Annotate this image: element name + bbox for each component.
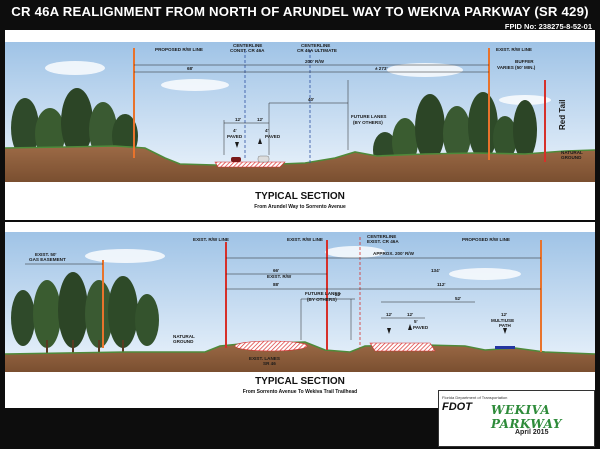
section-1-drawing: PROPOSED R/W LINE CENTERLINE CONST. CR 4… — [5, 42, 595, 182]
red-tail-label: Red Tail — [558, 99, 567, 130]
paved-label: PAVED — [413, 325, 429, 330]
dim-12b-label: 12' — [257, 117, 263, 122]
dimension-lines — [134, 64, 489, 155]
new-paved-lanes — [214, 161, 286, 168]
paved-b-label: PAVED — [265, 134, 281, 139]
dimension-lines — [25, 257, 541, 340]
section-2-title: TYPICAL SECTION — [255, 376, 345, 387]
natural-ground-label-1: NATURAL — [173, 334, 195, 339]
exist-rw-label: EXIST. R/W — [267, 274, 292, 279]
centerline-label-2: EXIST. CR 46A — [367, 239, 399, 244]
section-2-subtitle: From Sorrento Avenue To Wekiva Trail Tra… — [242, 389, 358, 395]
dim-12a-label: 12' — [235, 117, 241, 122]
dim-4a-label: 4' — [233, 128, 237, 133]
date-label: April 2015 — [515, 429, 549, 436]
dim-4b-label: 4' — [265, 128, 269, 133]
exist-rw-line-label: EXIST. R/W LINE — [496, 47, 532, 52]
buffer-label-1: BUFFER — [515, 59, 534, 64]
section-1-subtitle: From Arundel Way to Sorrento Avenue — [254, 204, 346, 210]
natural-ground-label-2: GROUND — [173, 339, 194, 344]
exist-rw-line-b-label: EXIST. R/W LINE — [287, 237, 323, 242]
fpid-label: FPID No: 238275-8-52-01 — [504, 22, 592, 31]
dim-12a-label: 12' — [386, 312, 392, 317]
multiuse-path — [495, 346, 515, 349]
exist-lanes-sr46 — [234, 340, 308, 352]
dim-22-label: 22' — [335, 292, 341, 297]
gas-easement-label-1: EXIST. 50' — [35, 252, 57, 257]
centerline-ult-label-1: CENTERLINE — [301, 43, 330, 48]
dim-88-label: 88' — [273, 282, 279, 287]
proposed-rw-line-label: PROPOSED R/W LINE — [155, 47, 203, 52]
truck-icon — [257, 155, 270, 163]
dim-12b-label: 12' — [407, 312, 413, 317]
ground — [5, 342, 595, 372]
future-lanes-label-1: FUTURE LANES — [351, 114, 386, 119]
clouds — [85, 246, 521, 280]
multiuse-label-1: MULTIUSE — [491, 318, 514, 323]
future-lanes-label-1: FUTURE LANES — [305, 291, 340, 296]
rw-200-label: 200' R/W — [305, 59, 325, 64]
natural-ground-label-1: NATURAL — [561, 150, 583, 155]
wekiva-parkway-logo: WEKIVA PARKWAY — [491, 403, 562, 431]
natural-ground-label-2: GROUND — [561, 155, 582, 160]
future-lanes-label-2: (BY OTHERS) — [307, 297, 337, 302]
approx-rw-label: APPROX. 200' R/W — [373, 251, 415, 256]
trees-left — [11, 272, 159, 356]
paved-a-label: PAVED — [227, 134, 243, 139]
page-title: CR 46A REALIGNMENT FROM NORTH OF ARUNDEL… — [11, 4, 589, 19]
gas-easement-label-2: GAS EASEMENT — [29, 257, 66, 262]
typical-section-2: EXIST. 50' GAS EASEMENT EXIST. R/W LINE … — [5, 222, 595, 408]
dim-52-label: 52' — [455, 296, 461, 301]
centerline-const-label-2: CONST. CR 46A — [230, 48, 265, 53]
new-paved-lanes — [369, 342, 436, 352]
dim-40-label: 40' — [308, 97, 314, 102]
fdot-logo: FDOT — [442, 401, 472, 413]
multiuse-label-2: PATH — [499, 323, 512, 328]
dim-12c-label: 12' — [501, 312, 507, 317]
section-2-drawing: EXIST. 50' GAS EASEMENT EXIST. R/W LINE … — [5, 232, 595, 372]
exist-lanes-label-2: SR 46 — [263, 361, 276, 366]
exist-rw-line-a-label: EXIST. R/W LINE — [193, 237, 229, 242]
car-icon — [231, 157, 241, 162]
dim-134-label: 134' — [431, 268, 440, 273]
future-lanes-label-2: (BY OTHERS) — [353, 120, 383, 125]
centerline-label-1: CENTERLINE — [367, 234, 396, 239]
dim-112-label: 112' — [437, 282, 446, 287]
centerline-const-label-1: CENTERLINE — [233, 43, 262, 48]
section-1-title: TYPICAL SECTION — [255, 191, 345, 202]
dim-66-label: 66' — [273, 268, 279, 273]
logo-box: Florida Department of Transportation FDO… — [438, 390, 595, 447]
dim-5-label: 5' — [414, 319, 418, 324]
proposed-rw-line-label: PROPOSED R/W LINE — [462, 237, 510, 242]
lane-arrows — [387, 324, 507, 334]
dim-68-label: 68' — [187, 66, 193, 71]
agency-small-label: Florida Department of Transportation — [442, 395, 508, 400]
exist-lanes-label-1: EXIST. LANES — [249, 356, 280, 361]
typical-section-1: PROPOSED R/W LINE CENTERLINE CONST. CR 4… — [5, 30, 595, 220]
centerline-ult-label-2: CR 46A ULTIMATE — [297, 48, 337, 53]
lane-arrows — [235, 138, 262, 148]
buffer-label-2: VARIES (50' MIN.) — [497, 65, 536, 70]
dim-273-label: ± 273' — [375, 66, 388, 71]
